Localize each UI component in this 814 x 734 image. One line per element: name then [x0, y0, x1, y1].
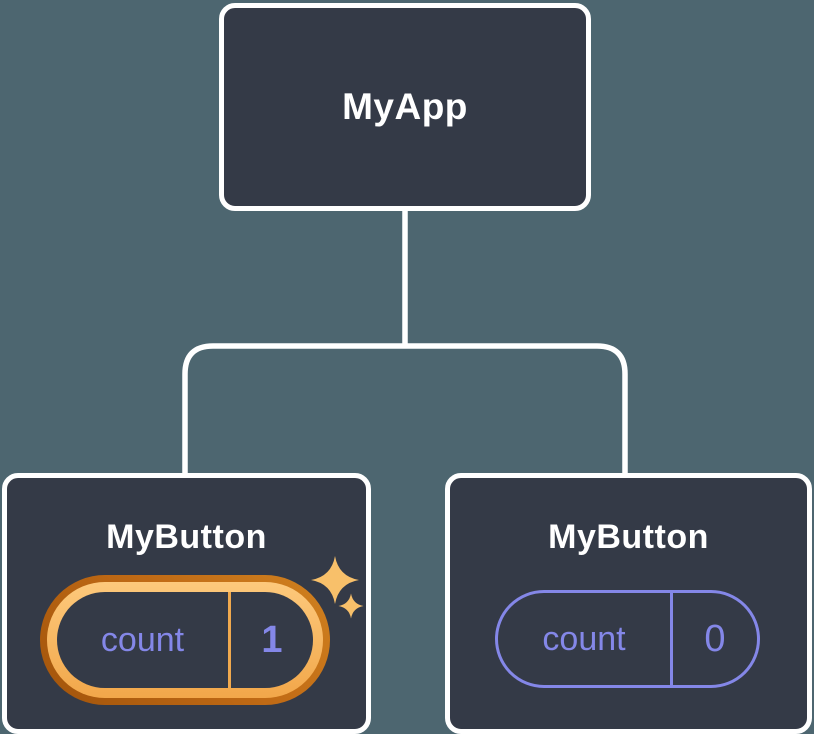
- state-name-label: count: [100, 620, 185, 659]
- state-pill-glow-ring: count 1: [47, 582, 323, 698]
- node-mybutton-left: MyButton count 1: [2, 473, 371, 734]
- state-pill-divider: [670, 593, 673, 685]
- node-mybutton-right-label: MyButton: [548, 518, 709, 556]
- state-value: 0: [704, 617, 726, 660]
- state-pill-plain: count 0: [495, 590, 760, 688]
- state-pill-body: count 1: [57, 592, 313, 688]
- state-pill-divider: [228, 592, 231, 688]
- node-mybutton-right: MyButton count 0: [445, 473, 812, 734]
- node-mybutton-left-label: MyButton: [106, 518, 267, 556]
- sparkle-small: [338, 593, 364, 619]
- node-myapp: MyApp: [219, 3, 591, 211]
- state-pill-highlighted: count 1: [40, 575, 330, 705]
- connector-branches: [182, 343, 628, 476]
- state-value: 1: [261, 618, 283, 661]
- sparkle-large: [311, 556, 359, 604]
- state-name-label: count: [542, 619, 626, 658]
- node-myapp-label: MyApp: [342, 86, 468, 127]
- sparkle-icon: [311, 556, 364, 619]
